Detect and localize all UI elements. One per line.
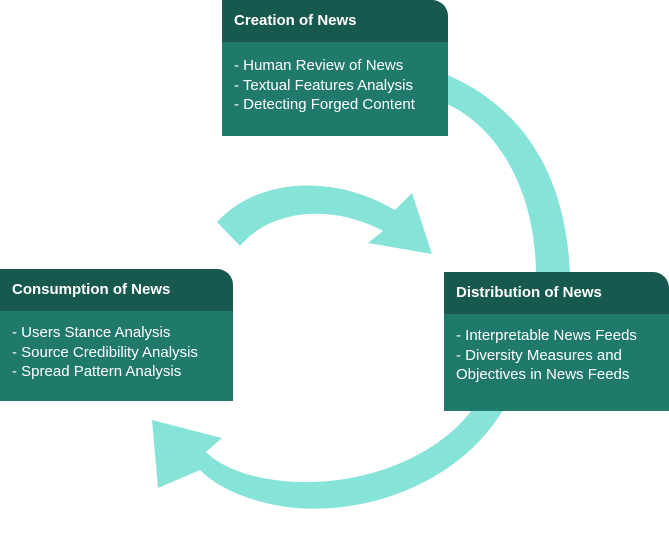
card-creation-of-news: Creation of News - Human Review of News …: [222, 0, 448, 136]
card-consumption-of-news: Consumption of News - Users Stance Analy…: [0, 269, 233, 401]
card-items: - Users Stance Analysis - Source Credibi…: [0, 311, 233, 401]
arrow-creation-to-distribution: [440, 72, 570, 274]
card-title: Consumption of News: [0, 269, 233, 311]
list-item: - Source Credibility Analysis: [12, 343, 198, 361]
arrow-inner-cycle: [217, 185, 432, 254]
list-item: - Textual Features Analysis: [234, 76, 413, 94]
list-item: - Human Review of News: [234, 57, 404, 74]
card-title: Creation of News: [222, 0, 448, 42]
list-item: - Spread Pattern Analysis: [12, 363, 182, 380]
card-distribution-of-news: Distribution of News - Interpretable New…: [444, 272, 669, 411]
list-item: - Detecting Forged Content: [234, 96, 415, 113]
arrow-distribution-to-consumption: [152, 410, 503, 509]
card-items: - Interpretable News Feeds - Diversity M…: [444, 314, 669, 411]
list-item: - Users Stance Analysis: [12, 324, 171, 341]
card-title: Distribution of News: [444, 272, 669, 314]
list-item: - Diversity Measures and: [456, 346, 622, 364]
list-item: - Interpretable News Feeds: [456, 327, 637, 344]
list-item: Objectives in News Feeds: [456, 366, 630, 383]
card-items: - Human Review of News - Textual Feature…: [222, 42, 448, 136]
